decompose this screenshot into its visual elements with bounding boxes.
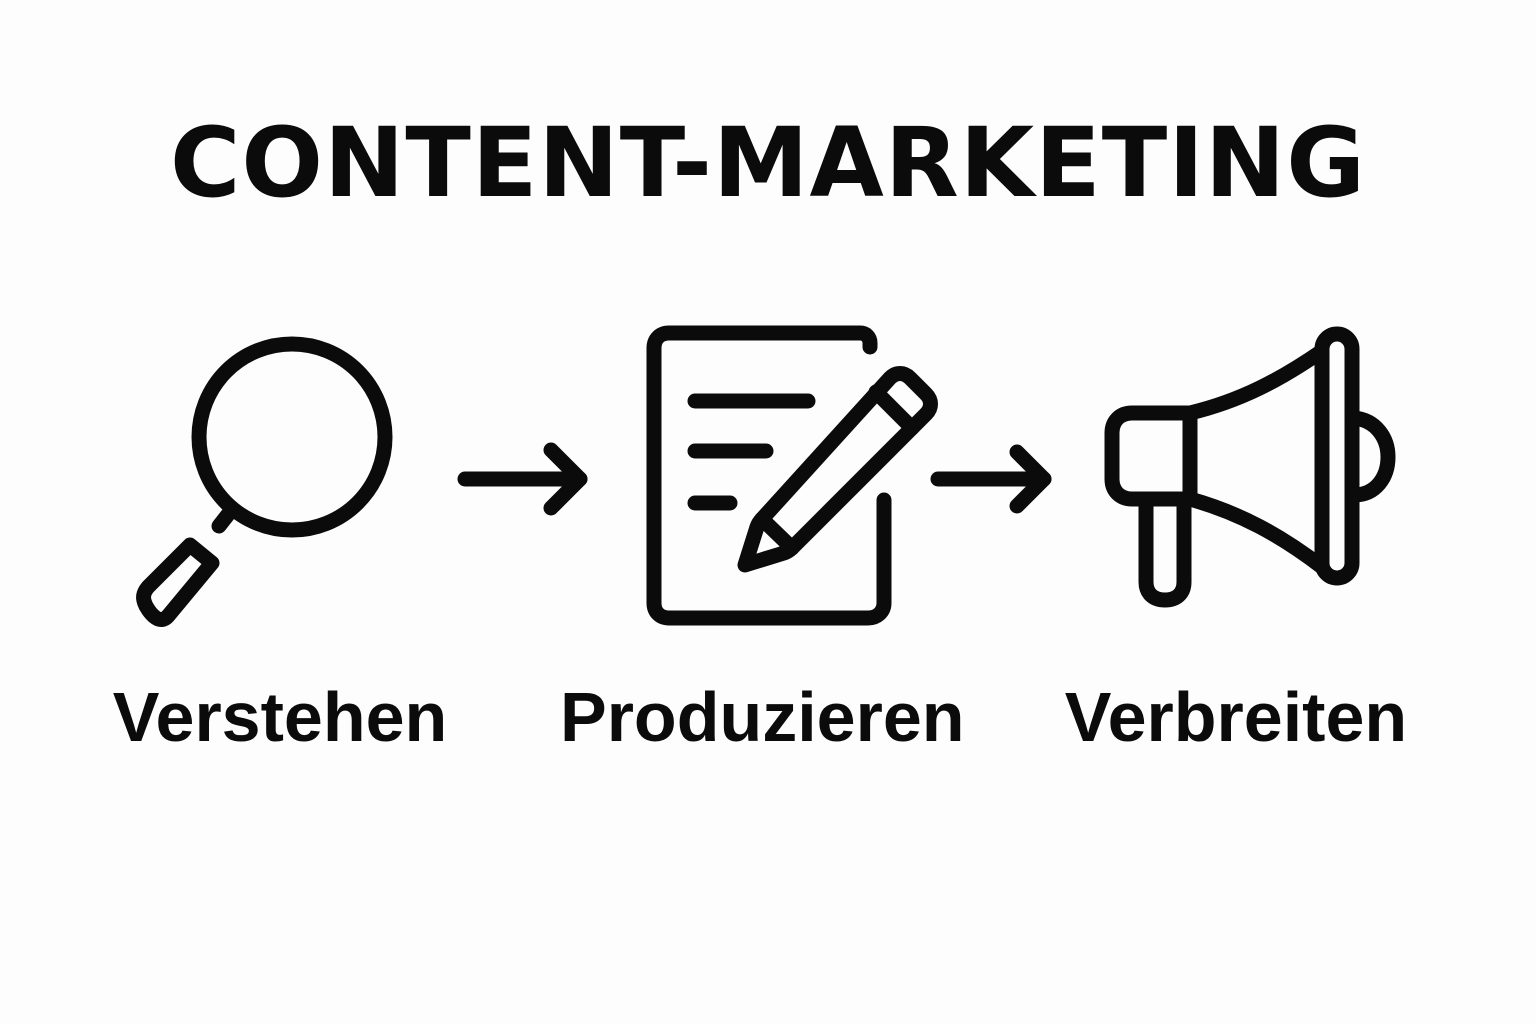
megaphone-icon (1104, 326, 1396, 608)
arrow-right-icon (457, 442, 588, 516)
arrow-right-icon (930, 444, 1052, 514)
step-label-produzieren: Produzieren (560, 678, 965, 756)
step-label-verbreiten: Verbreiten (1064, 678, 1408, 756)
diagram-title: CONTENT-MARKETING (169, 107, 1367, 219)
document-pencil-icon (646, 325, 938, 626)
step-label-verstehen: Verstehen (112, 678, 448, 756)
magnifying-glass-icon (136, 336, 393, 627)
